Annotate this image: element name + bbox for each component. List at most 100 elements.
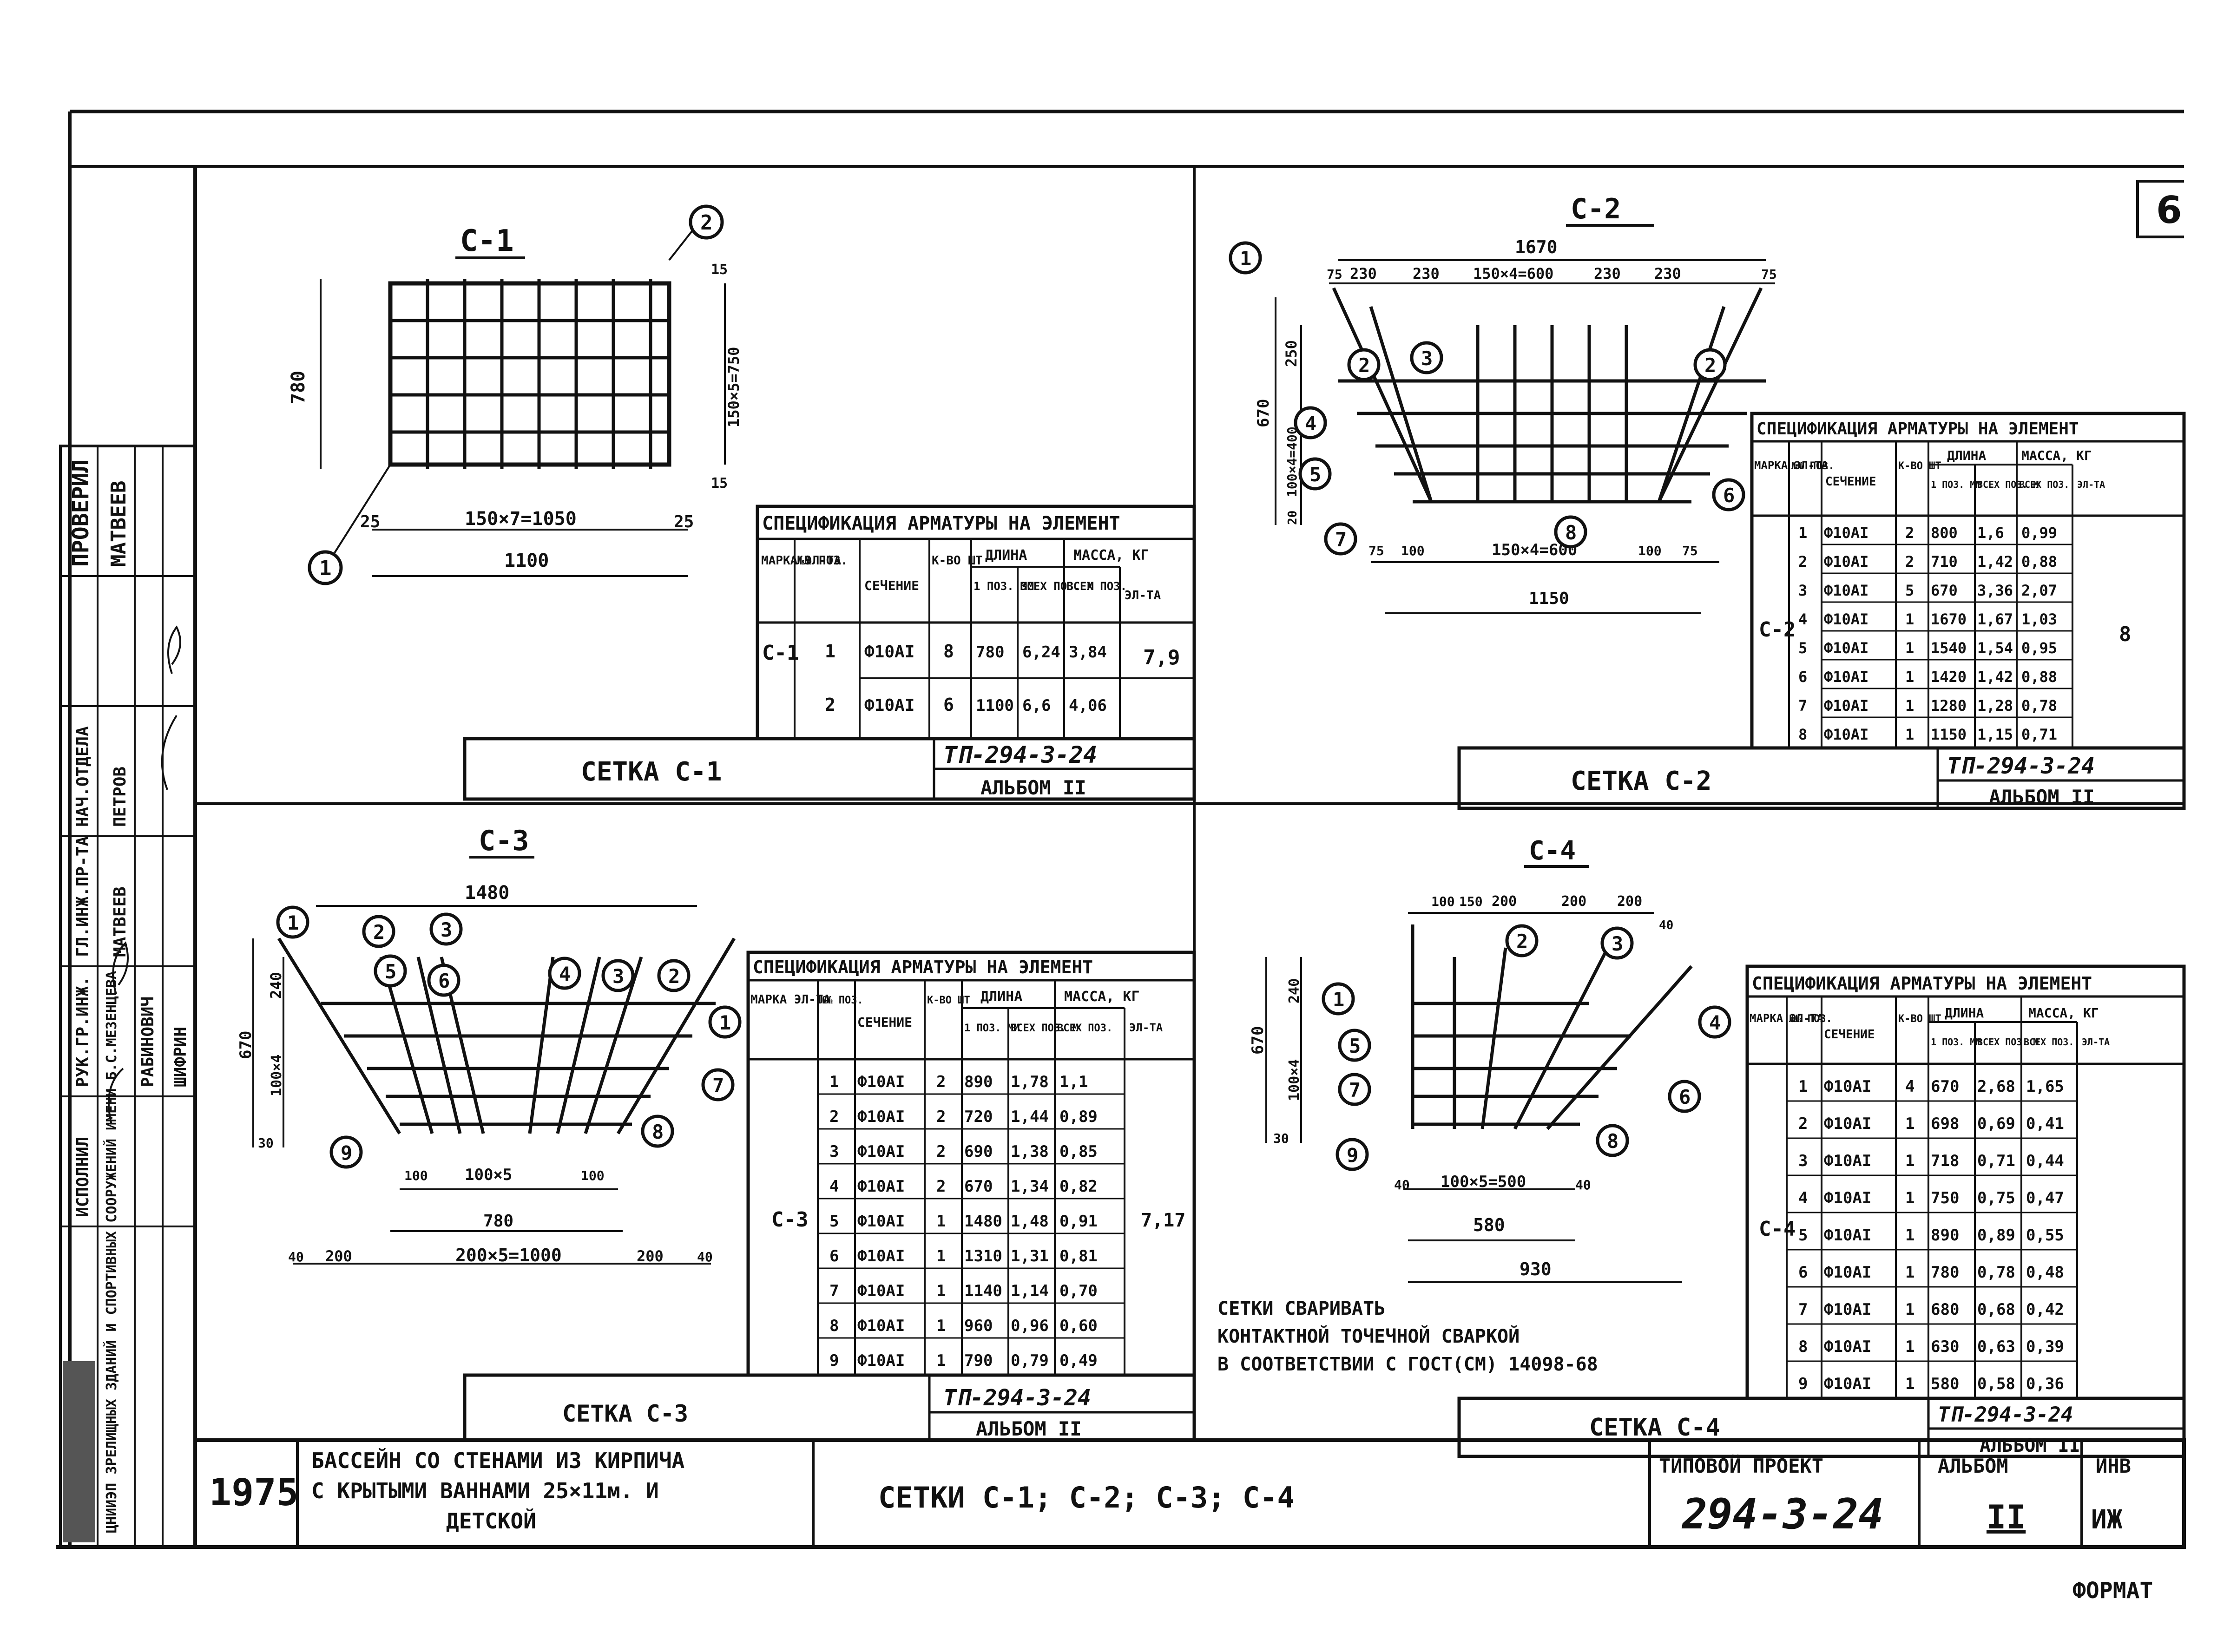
svg-text:СПЕЦИФИКАЦИЯ АРМАТУРЫ НА ЭЛЕМЕ: СПЕЦИФИКАЦИЯ АРМАТУРЫ НА ЭЛЕМЕНТ — [762, 513, 1120, 534]
svg-text:100×4=400: 100×4=400 — [1284, 426, 1300, 497]
svg-text:МАССА, КГ: МАССА, КГ — [1073, 547, 1149, 564]
svg-text:3,84: 3,84 — [1069, 643, 1107, 662]
cell-l1: 890 — [964, 1073, 993, 1091]
caption-c4: СЕТКА С-4 ТП-294-3-24 АЛЬБОМ II — [1457, 1396, 2186, 1458]
svg-text:ТП-294-3-24: ТП-294-3-24 — [1947, 753, 2095, 779]
svg-text:8: 8 — [652, 1121, 664, 1143]
cell-m: 0,41 — [2026, 1114, 2064, 1133]
svg-text:240: 240 — [1286, 978, 1303, 1003]
cell-qty: 5 — [1905, 582, 1914, 599]
svg-text:670: 670 — [1254, 399, 1273, 427]
mesh-c1 — [388, 279, 671, 469]
svg-text:150: 150 — [1459, 894, 1483, 909]
svg-text:Ф10АI: Ф10АI — [864, 696, 914, 715]
svg-text:СПЕЦИФИКАЦИЯ АРМАТУРЫ НА ЭЛЕМЕ: СПЕЦИФИКАЦИЯ АРМАТУРЫ НА ЭЛЕМЕНТ — [753, 957, 1093, 977]
cell-l1: 720 — [964, 1108, 993, 1126]
page-number-box: 6 — [2136, 180, 2184, 238]
cell-pos: 1 — [829, 1073, 839, 1091]
svg-text:ВСЕХ ПОЗ. М: ВСЕХ ПОЗ. М — [1011, 1023, 1079, 1034]
svg-text:МАССА, КГ: МАССА, КГ — [2021, 448, 2092, 463]
cell-m: 0,71 — [2021, 726, 2057, 743]
cell-lall: 0,89 — [1977, 1226, 2015, 1245]
welding-note: СЕТКИ СВАРИВАТЬ КОНТАКТНОЙ ТОЧЕЧНОЙ СВАР… — [1217, 1298, 1598, 1375]
cell-lall: 0,78 — [1977, 1263, 2015, 1282]
cell-l1: 1280 — [1931, 697, 1967, 715]
cell-qty: 1 — [936, 1282, 946, 1300]
inv-label: ИНВ — [2096, 1455, 2131, 1477]
svg-text:6: 6 — [1723, 484, 1735, 507]
cell-pos: 5 — [1798, 639, 1807, 657]
cell-qty: 1 — [936, 1317, 946, 1335]
cell-pos: 4 — [1798, 610, 1807, 628]
cell-sec: Ф10АI — [1824, 1226, 1871, 1245]
cell-sec: Ф10АI — [1824, 1189, 1871, 1207]
cell-l1: 1420 — [1931, 668, 1967, 686]
svg-text:15: 15 — [711, 262, 728, 278]
cell-lall: 2,68 — [1977, 1077, 2015, 1096]
svg-text:9: 9 — [341, 1141, 352, 1164]
svg-text:75: 75 — [1327, 267, 1342, 282]
svg-text:3: 3 — [441, 918, 452, 941]
svg-text:100×4: 100×4 — [269, 1055, 285, 1096]
cell-lall: 1,31 — [1011, 1247, 1049, 1265]
spec-table-c4: СПЕЦИФИКАЦИЯ АРМАТУРЫ НА ЭЛЕМЕНТ МАРКА Э… — [1745, 964, 2186, 1400]
svg-text:МАРКА ЭЛ-ТА: МАРКА ЭЛ-ТА — [1750, 1012, 1823, 1025]
svg-text:К-ВО ШТ: К-ВО ШТ — [932, 554, 983, 568]
svg-text:200: 200 — [325, 1247, 352, 1265]
cell-qty: 1 — [1905, 610, 1914, 628]
cell-l1: 630 — [1931, 1337, 1959, 1356]
svg-text:СЕЧЕНИЕ: СЕЧЕНИЕ — [1825, 475, 1876, 489]
cell-l1: 800 — [1931, 524, 1958, 542]
sheet-format: ФОРМАТ — [2072, 1578, 2153, 1604]
cell-sec: Ф10АI — [1824, 1114, 1871, 1133]
svg-text:930: 930 — [1520, 1259, 1552, 1279]
cell-l1: 718 — [1931, 1152, 1959, 1170]
svg-text:5: 5 — [385, 960, 396, 983]
svg-text:1 ПОЗ. ММ: 1 ПОЗ. ММ — [964, 1023, 1020, 1034]
cell-lall: 3,36 — [1977, 582, 2013, 599]
cell-qty: 1 — [1905, 1226, 1914, 1245]
cell-pos: 9 — [1798, 1375, 1808, 1393]
svg-text:1670: 1670 — [1515, 237, 1558, 257]
cell-sec: Ф10АI — [857, 1177, 905, 1196]
svg-text:ДЛИНА: ДЛИНА — [1947, 448, 1986, 463]
cell-lall: 1,54 — [1977, 639, 2013, 657]
cell-pos: 2 — [1798, 553, 1807, 570]
svg-text:4: 4 — [1305, 412, 1316, 435]
cell-m: 0,78 — [2021, 697, 2057, 715]
cell-qty: 2 — [1905, 524, 1914, 542]
title-block: 1975 БАССЕЙН СО СТЕНАМИ ИЗ КИРПИЧА С КРЫ… — [193, 1438, 2186, 1549]
cell-qty: 2 — [936, 1177, 946, 1196]
svg-text:РУК.ГР.ИНЖ.: РУК.ГР.ИНЖ. — [73, 977, 92, 1087]
svg-text:ИСПОЛНИЛ: ИСПОЛНИЛ — [73, 1137, 92, 1217]
object-title-line3: ДЕТСКОЙ — [446, 1508, 536, 1534]
svg-text:СПЕЦИФИКАЦИЯ АРМАТУРЫ НА ЭЛЕМЕ: СПЕЦИФИКАЦИЯ АРМАТУРЫ НА ЭЛЕМЕНТ — [1752, 973, 2092, 994]
svg-text:4,06: 4,06 — [1069, 696, 1107, 715]
cell-lall: 1,28 — [1977, 697, 2013, 715]
cell-qty: 1 — [1905, 1189, 1914, 1207]
cell-qty: 2 — [936, 1142, 946, 1161]
svg-text:2: 2 — [700, 211, 713, 235]
svg-text:7,17: 7,17 — [1141, 1210, 1185, 1231]
svg-text:200: 200 — [1492, 893, 1517, 910]
cell-qty: 4 — [1905, 1077, 1914, 1096]
cell-pos: 3 — [1798, 582, 1807, 599]
svg-text:9: 9 — [1347, 1144, 1358, 1167]
cell-lall: 1,6 — [1977, 524, 2004, 542]
cell-m: 2,07 — [2021, 582, 2057, 599]
cell-pos: 2 — [829, 1108, 839, 1126]
svg-text:3: 3 — [1421, 347, 1433, 370]
cell-pos: 6 — [829, 1247, 839, 1265]
svg-text:ПРОВЕРИЛ: ПРОВЕРИЛ — [68, 459, 94, 567]
svg-text:100×5=500: 100×5=500 — [1441, 1173, 1526, 1191]
cell-pos: 9 — [829, 1351, 839, 1370]
svg-text:780: 780 — [288, 371, 309, 404]
